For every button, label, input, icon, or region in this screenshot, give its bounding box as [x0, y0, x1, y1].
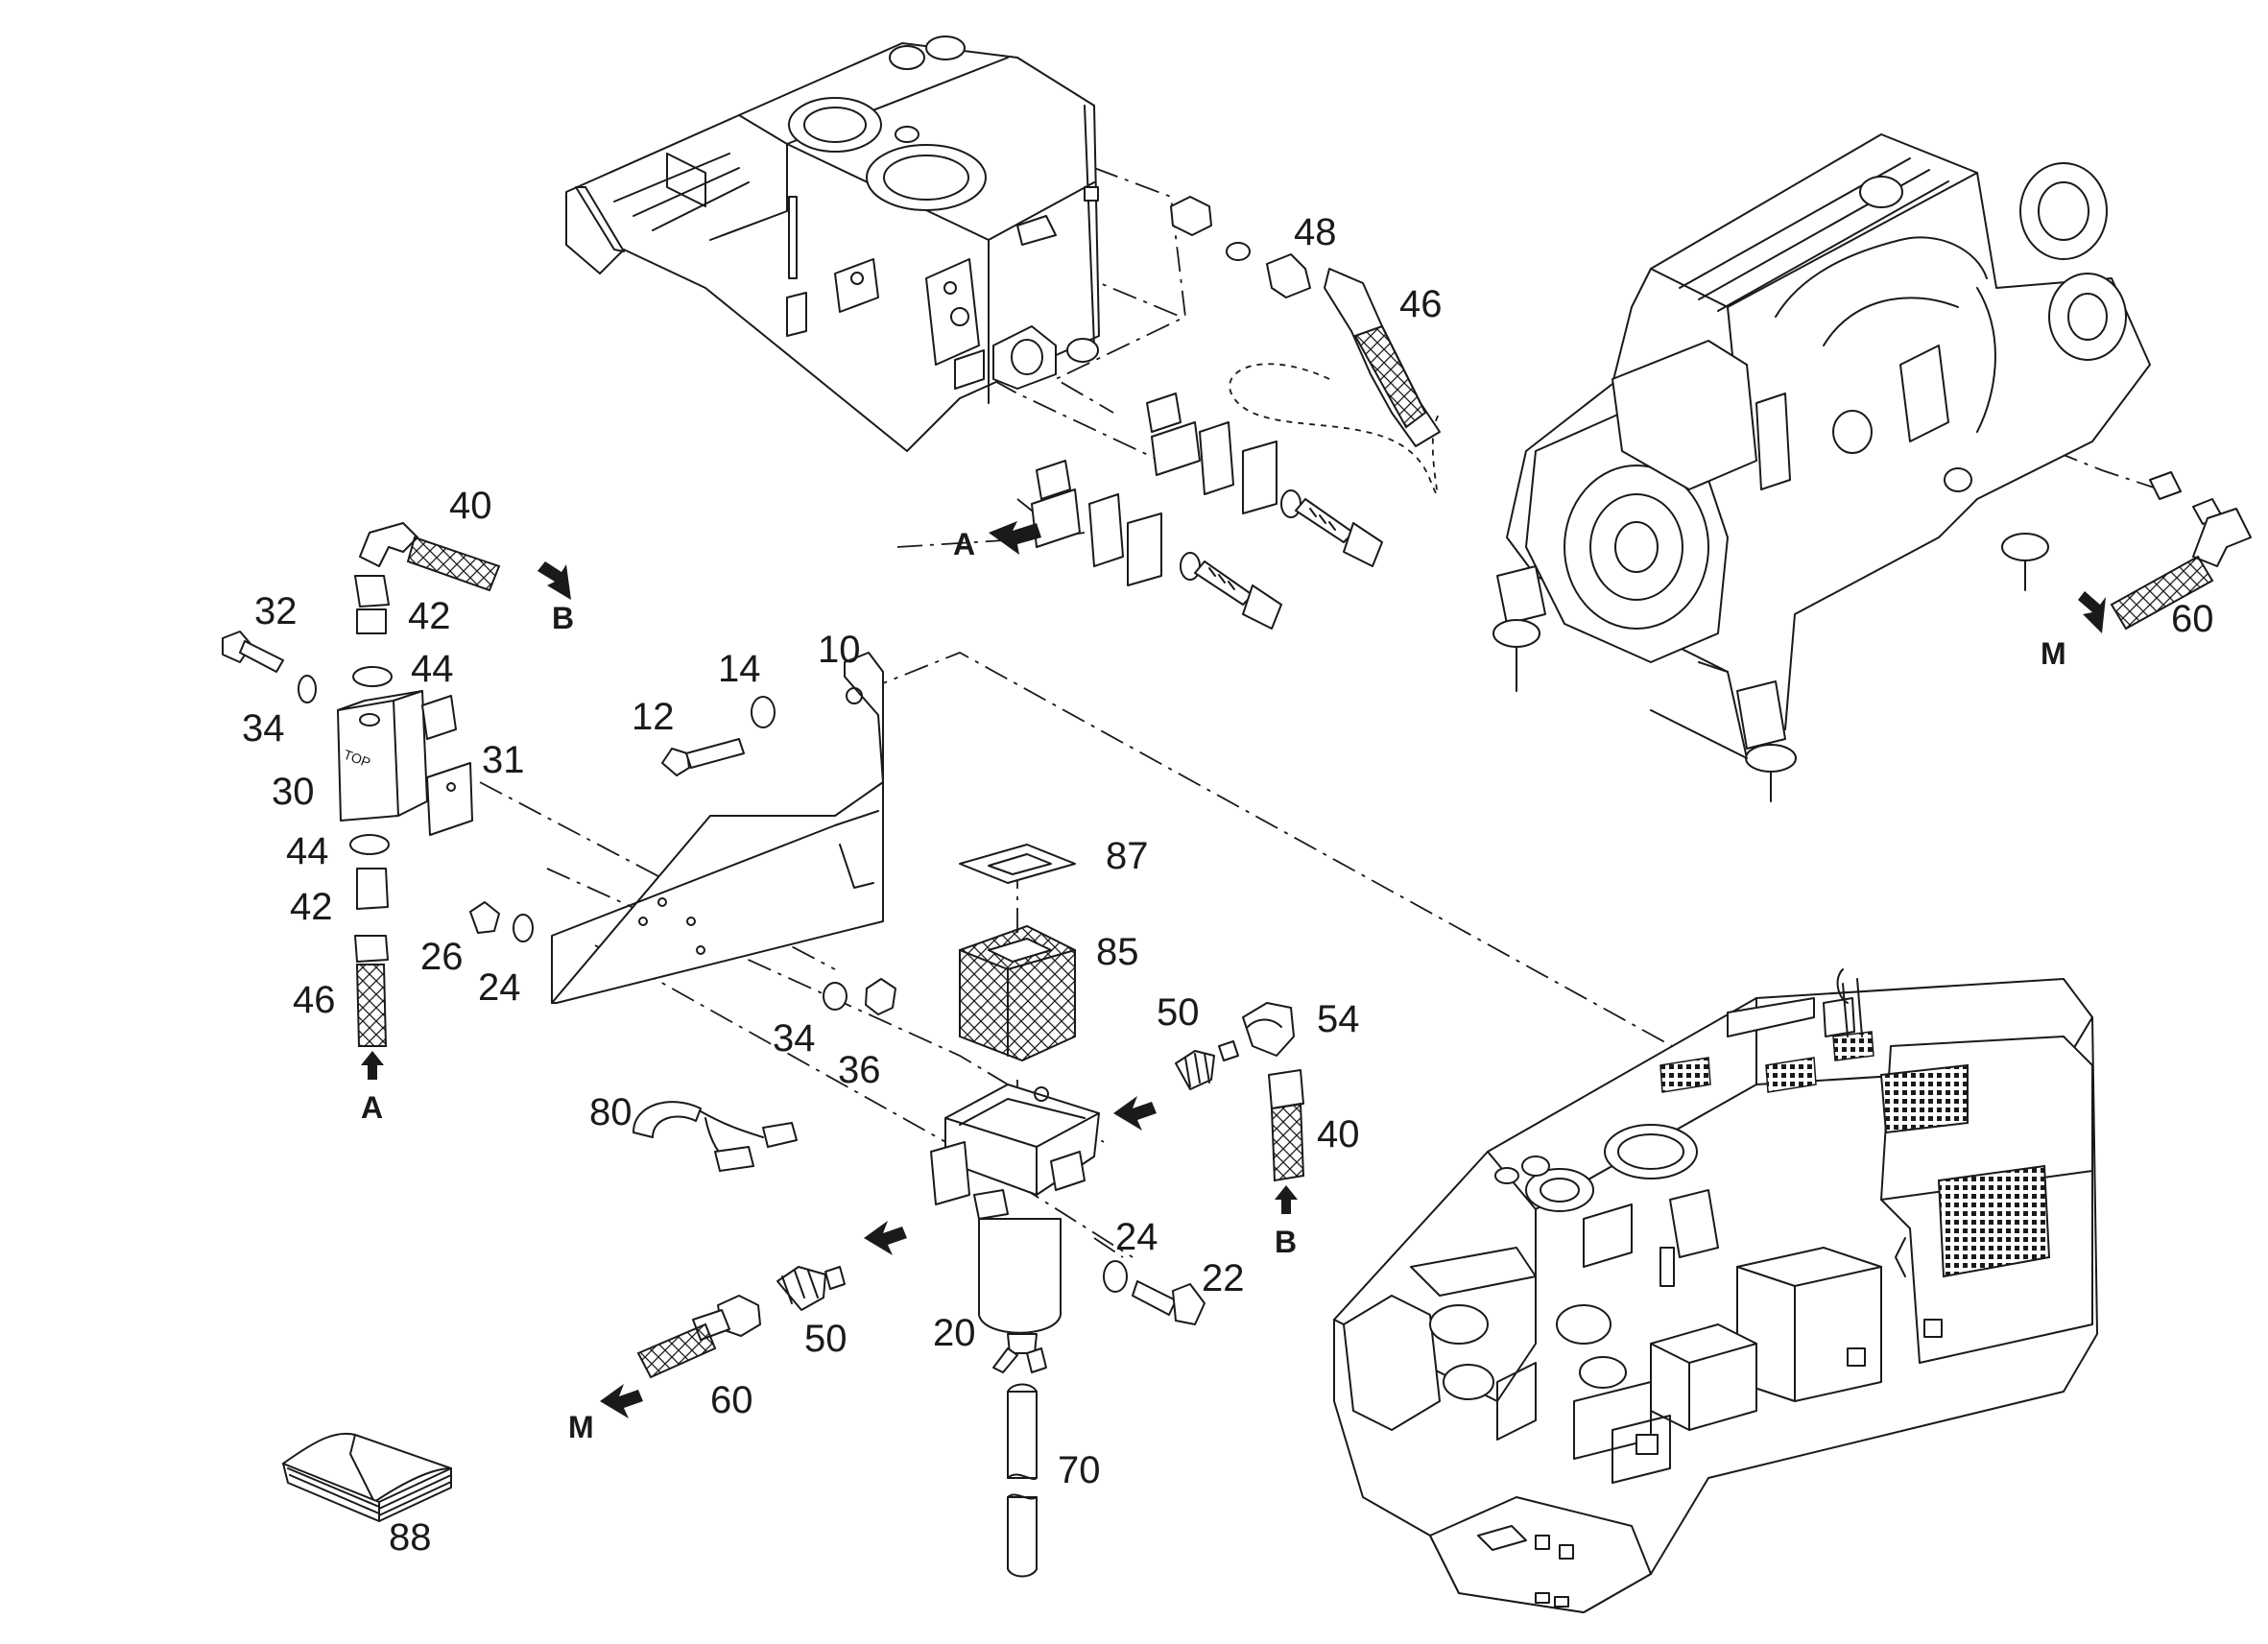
part-number: 46	[1399, 283, 1443, 325]
manual-book-icon	[282, 1432, 452, 1522]
flow-ref-label: B	[1275, 1225, 1297, 1259]
top-fittings	[1170, 196, 1441, 447]
machine-upperstructure	[1333, 968, 2098, 1613]
part-number: 42	[290, 886, 333, 928]
part-number: 60	[710, 1379, 753, 1421]
filter-cartridge	[959, 844, 1076, 1062]
part-number: 34	[242, 707, 285, 750]
part-number: 40	[449, 485, 492, 527]
part-number: 20	[933, 1312, 976, 1354]
part-labels: 48 46 40 42 44 32 34 30 31 44 42 46 14 1…	[242, 211, 2214, 1559]
flow-ref-label: M	[2041, 636, 2066, 671]
flow-ref-label: A	[953, 527, 975, 561]
part-number: 50	[1157, 991, 1200, 1034]
part-number: 87	[1106, 835, 1149, 877]
part-number: 42	[408, 595, 451, 637]
filter-housing	[864, 1084, 1157, 1578]
part-number: 44	[286, 830, 329, 872]
mounting-blocks	[1031, 393, 1383, 630]
part-number: 80	[589, 1091, 633, 1133]
part-number: 10	[818, 629, 861, 671]
part-number: 26	[420, 936, 464, 978]
part-number: 50	[804, 1318, 848, 1360]
part-number: 34	[773, 1017, 816, 1060]
part-number: 48	[1294, 211, 1337, 253]
part-number: 22	[1202, 1257, 1245, 1299]
flow-ref-label: M	[568, 1410, 594, 1444]
part-number: 70	[1058, 1449, 1101, 1491]
flow-ref-label: A	[361, 1090, 383, 1125]
part-number: 44	[411, 648, 454, 690]
part-number: 14	[718, 648, 761, 690]
part-number: 24	[1115, 1216, 1158, 1258]
part-number: 54	[1317, 998, 1360, 1040]
part-number: 31	[482, 739, 525, 781]
part-number: 40	[1317, 1113, 1360, 1156]
part-number: 85	[1096, 931, 1139, 973]
engine-assembly	[1492, 133, 2252, 802]
part-number: 30	[272, 771, 315, 813]
tank-frame-assembly	[565, 36, 1100, 452]
part-number: 60	[2171, 598, 2214, 640]
distribution-block-assembly: TOP	[222, 522, 501, 1080]
bottom-left-fittings	[600, 1266, 846, 1418]
flow-arrows	[537, 521, 2106, 633]
part-number: 88	[389, 1516, 432, 1559]
part-number: 24	[478, 966, 521, 1009]
part-number: 36	[838, 1049, 881, 1091]
sensor-cable	[633, 1101, 798, 1172]
part-number: 12	[632, 696, 675, 738]
right-fittings	[1103, 1002, 1305, 1325]
part-number: 32	[254, 590, 298, 632]
flow-ref-label: B	[552, 601, 574, 635]
bracket	[469, 652, 896, 1015]
part-number: 46	[293, 979, 336, 1021]
